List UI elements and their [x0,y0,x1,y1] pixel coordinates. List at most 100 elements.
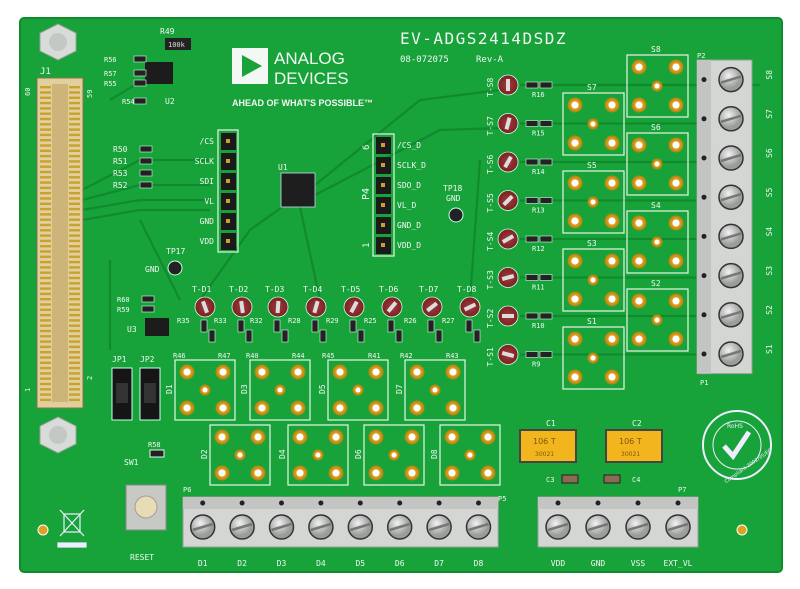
block-label: D5 [318,384,327,394]
resistor-label: R28 [288,317,301,325]
footprint-outline [626,288,689,352]
j1-pin [40,133,51,137]
j1-pin [40,213,51,216]
j1-pin [69,345,80,349]
trimpot-label: T-S7 [486,116,495,135]
pad [290,364,306,380]
resistor [319,329,327,343]
c2-label: C2 [632,419,642,428]
screw-slot [720,75,742,84]
j1-pin [40,329,51,333]
resistor [525,274,539,281]
terminal-hole [701,116,707,122]
pad [651,80,663,92]
weee-recycle-bin-icon [57,509,87,548]
j1-pin [69,388,80,391]
j1-pin [69,366,80,370]
terminal-hole [701,77,707,83]
terminal-hole [595,500,601,506]
p4-pin6: 6 [362,145,372,150]
header-pin-gold [381,163,385,167]
trace [314,126,501,196]
c3-capacitor [561,474,579,484]
terminal-label: S8 [765,70,774,80]
sw1-label: SW1 [124,458,139,467]
pad [604,331,620,347]
block-label: S1 [587,317,597,326]
pad [604,175,620,191]
pad [199,384,211,396]
resistor [539,158,553,166]
screw-slot [587,522,609,532]
tp18-label: TP18 [443,184,462,193]
resistor [539,312,553,320]
pad [179,364,195,380]
resistor [141,295,155,303]
j1-pin [69,266,80,269]
terminal-top [183,497,499,509]
resistor-label: R35 [177,317,190,325]
jumper-shunt[interactable] [116,383,128,403]
block-label: S5 [587,161,597,170]
block-label: D6 [354,449,363,459]
terminal-label: D7 [434,559,444,568]
resistor-label: R29 [326,317,339,325]
p4-pin-label: SDO_D [397,181,421,190]
jumper-shunt[interactable] [144,383,156,403]
header-p4 [372,133,395,257]
pad [651,236,663,248]
r49-resistor [165,38,191,50]
j1-pin [69,382,80,386]
trimpot-wiper [501,351,515,358]
reset-button[interactable] [125,484,167,531]
board-title: EV-ADGS2414DSDZ [400,29,567,48]
pad [668,97,684,113]
screw-slot [389,522,411,532]
pad [631,97,647,113]
p4-label: P4 [361,188,372,200]
resistor-label: R13 [532,207,545,215]
screw-slot [720,349,742,359]
switch-footprint-d2: D2 [200,424,271,486]
tp18-testpoint[interactable] [448,207,464,223]
tp17-net: GND [145,265,160,274]
block-label: D8 [430,449,439,459]
trimpot-wiper [502,314,514,318]
j1-pin [69,117,80,121]
header-left-pin-label: SCLK [195,157,214,166]
u3-chip [145,318,169,336]
pad [250,465,266,481]
j1-pin [69,176,80,179]
pad [274,384,286,396]
j1-pin [69,245,80,248]
terminal-label: S2 [765,305,774,315]
pad [352,384,364,396]
resistor [141,305,155,313]
j1-pin [69,340,80,343]
j1-pin [40,186,51,190]
trimpot-wiper [504,117,512,130]
header-left-pin-label: GND [200,217,215,226]
terminal-hole [318,500,324,506]
p4-pin1: 1 [362,243,372,248]
terminal-hole [279,500,284,506]
pad [587,352,599,364]
trimpot-label: T-D1 [192,285,211,294]
resistor [465,319,473,333]
j1-pin [40,372,51,375]
tp17-testpoint[interactable] [167,260,183,276]
p1-label: P1 [700,379,708,387]
j1-pin60: 60 [24,88,32,96]
resistor [539,81,553,89]
pad [215,364,231,380]
block-label: S8 [651,45,661,54]
j1-pin [69,170,80,174]
block-label: S3 [587,239,597,248]
terminal-hole [675,500,681,506]
screw-slot [720,232,742,241]
j1-pin [40,239,51,243]
pad [587,118,599,130]
j1-pin [69,154,80,158]
c1-marking: 106 T [533,437,556,446]
j1-pin [40,324,51,327]
